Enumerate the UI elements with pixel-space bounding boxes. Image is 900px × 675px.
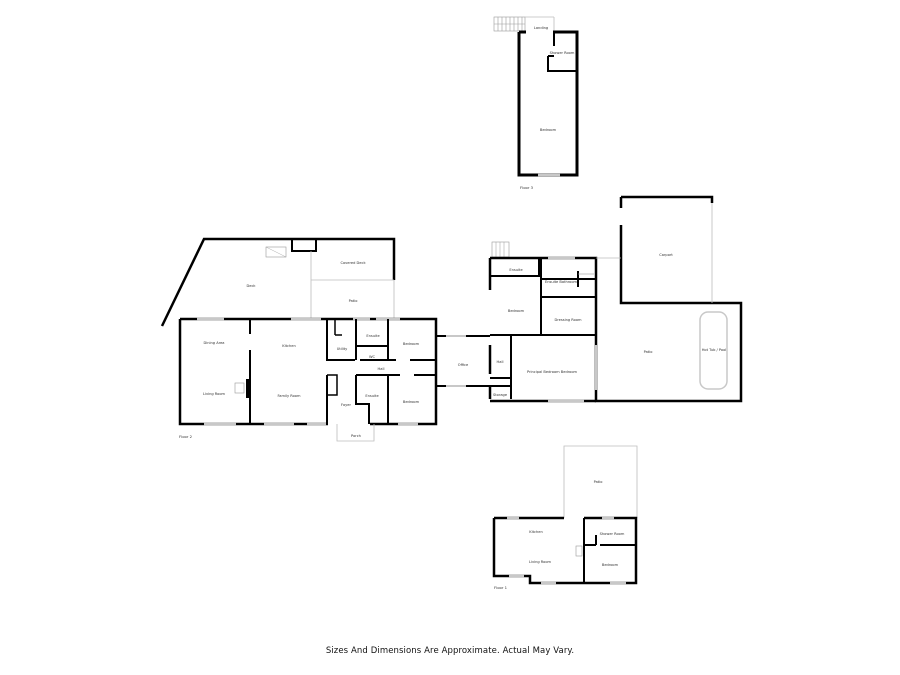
room-label-dining-area: Dining Area bbox=[203, 341, 225, 345]
room-label-ensuite-bathroom: Ensuite Bathroom bbox=[544, 280, 578, 284]
room-label-covered-deck: Covered Deck bbox=[340, 261, 366, 265]
room-label-hall: Hall bbox=[496, 360, 504, 364]
room-label-porch: Porch bbox=[351, 434, 361, 438]
floor-label-2: Floor 2 bbox=[179, 434, 193, 439]
room-label-office: Office bbox=[457, 363, 469, 367]
room-label-kitchen: Kitchen bbox=[282, 344, 296, 348]
room-label-hot-tub-pool: Hot Tub / Pool bbox=[701, 348, 727, 352]
floor-2-main bbox=[160, 237, 490, 442]
floor-label-1: Floor 1 bbox=[494, 585, 508, 590]
room-label-patio: Patio bbox=[593, 480, 603, 484]
stairs-icon bbox=[493, 16, 526, 32]
stairs-icon bbox=[491, 241, 510, 258]
room-label-hall: Hall bbox=[377, 367, 385, 371]
floor-1 bbox=[492, 445, 638, 585]
room-label-bedroom: Bedroom bbox=[507, 309, 525, 313]
room-label-carport: Carport bbox=[659, 253, 673, 257]
room-label-ensuite: Ensuite bbox=[365, 394, 379, 398]
room-label-kitchen: Kitchen bbox=[529, 530, 543, 534]
fireplace-icon bbox=[234, 382, 245, 394]
bbq-icon bbox=[265, 246, 287, 258]
floor-label-3: Floor 3 bbox=[520, 185, 534, 190]
room-label-landing: Landing bbox=[533, 26, 549, 30]
room-label-dressing-room: Dressing Room bbox=[554, 318, 582, 322]
hot-tub-shape bbox=[699, 311, 728, 390]
floor-3 bbox=[493, 16, 579, 177]
room-label-ensuite: Ensuite bbox=[509, 268, 523, 272]
room-label-utility: Utility bbox=[336, 347, 348, 351]
room-label-shower-room: Shower Room bbox=[599, 532, 625, 536]
room-label-bedroom: Bedroom bbox=[539, 128, 557, 132]
disclaimer-text: Sizes And Dimensions Are Approximate. Ac… bbox=[325, 646, 575, 656]
room-label-bedroom: Bedroom bbox=[402, 342, 420, 346]
room-label-wc: WC bbox=[368, 355, 376, 359]
room-label-ensuite: Ensuite bbox=[366, 334, 380, 338]
room-label-living-room: Living Room bbox=[528, 560, 552, 564]
room-label-family-room: Family Room bbox=[277, 394, 301, 398]
room-label-principal-bedroom: Principal Bedroom Bedroom bbox=[526, 370, 578, 374]
room-label-foyer: Foyer bbox=[341, 403, 351, 407]
room-label-shower-room: Shower Room bbox=[549, 51, 575, 55]
room-label-storage: Storage bbox=[492, 393, 508, 397]
room-label-patio: Patio bbox=[348, 299, 358, 303]
room-label-bedroom: Bedroom bbox=[402, 400, 420, 404]
room-label-bedroom: Bedroom bbox=[601, 563, 619, 567]
room-label-living-room: Living Room bbox=[202, 392, 226, 396]
stove-icon bbox=[575, 545, 583, 557]
room-label-deck: Deck bbox=[246, 284, 256, 288]
floor-2-wing bbox=[488, 195, 743, 403]
room-label-patio: Patio bbox=[643, 350, 653, 354]
